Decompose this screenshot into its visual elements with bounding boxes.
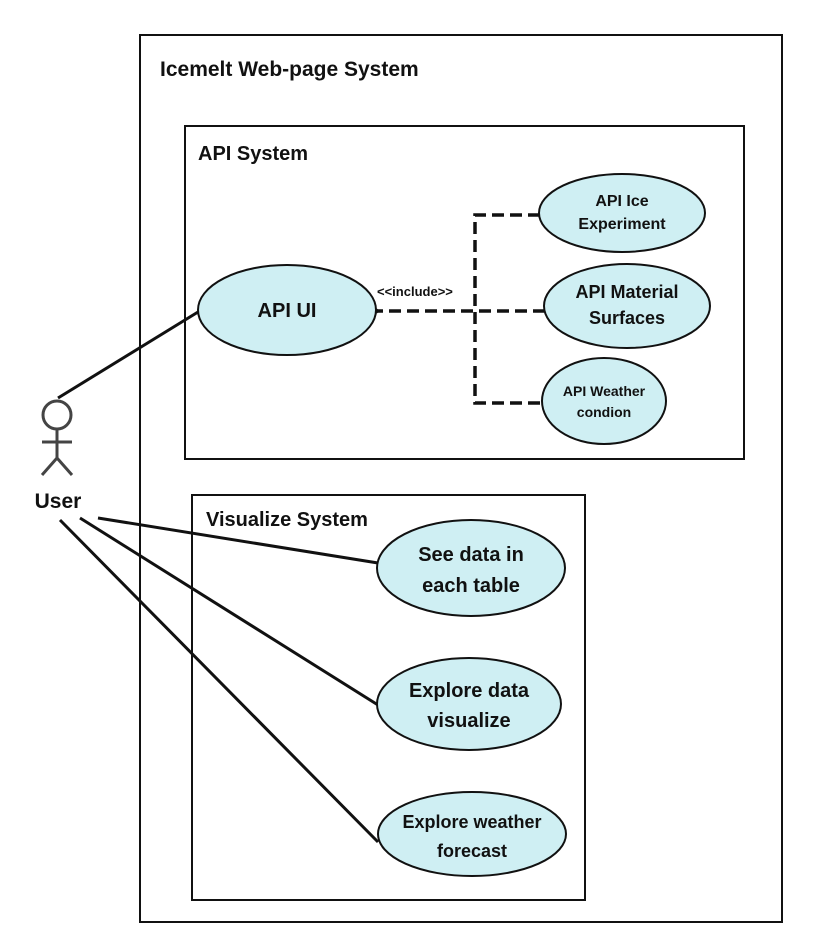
use-case-explore-data[interactable] <box>376 657 562 751</box>
use-case-explore-data-line2: visualize <box>427 710 510 732</box>
use-case-explore-weather[interactable] <box>377 791 567 877</box>
system-title-visualize: Visualize System <box>206 509 368 531</box>
use-case-api-weather-condion[interactable] <box>541 357 667 445</box>
use-case-api-material-line2: Surfaces <box>589 308 665 328</box>
association-user-see-data <box>97 516 379 565</box>
use-case-explore-weather-line2: forecast <box>437 841 507 861</box>
use-case-explore-data-line1: Explore data <box>409 680 530 702</box>
use-case-api-ice-experiment[interactable] <box>538 173 706 253</box>
association-user-explore-data <box>79 516 379 707</box>
actor-user-label: User <box>35 490 82 513</box>
use-case-api-ice-line2: Experiment <box>578 216 666 233</box>
use-case-see-data-line1: See data in <box>418 544 524 566</box>
use-case-api-material-line1: API Material <box>575 282 678 302</box>
association-user-api-ui <box>57 310 199 400</box>
use-case-api-ui-label: API UI <box>258 300 317 322</box>
use-case-api-weather-line2: condion <box>577 404 631 420</box>
use-case-api-weather-line1: API Weather <box>563 383 646 399</box>
use-case-see-data[interactable] <box>376 519 566 617</box>
use-case-see-data-line2: each table <box>422 575 520 597</box>
association-user-explore-weather <box>58 518 380 844</box>
use-case-explore-weather-line1: Explore weather <box>402 812 541 832</box>
include-label: <<include>> <box>377 284 453 299</box>
use-case-api-material-surfaces[interactable] <box>543 263 711 349</box>
system-title-icemelt: Icemelt Web-page System <box>160 58 419 81</box>
use-case-api-ui[interactable] <box>197 264 377 356</box>
system-title-api: API System <box>198 143 308 165</box>
actor-user-icon[interactable] <box>40 399 74 476</box>
use-case-api-ice-line1: API Ice <box>595 193 648 210</box>
include-bracket-connector <box>473 213 545 405</box>
